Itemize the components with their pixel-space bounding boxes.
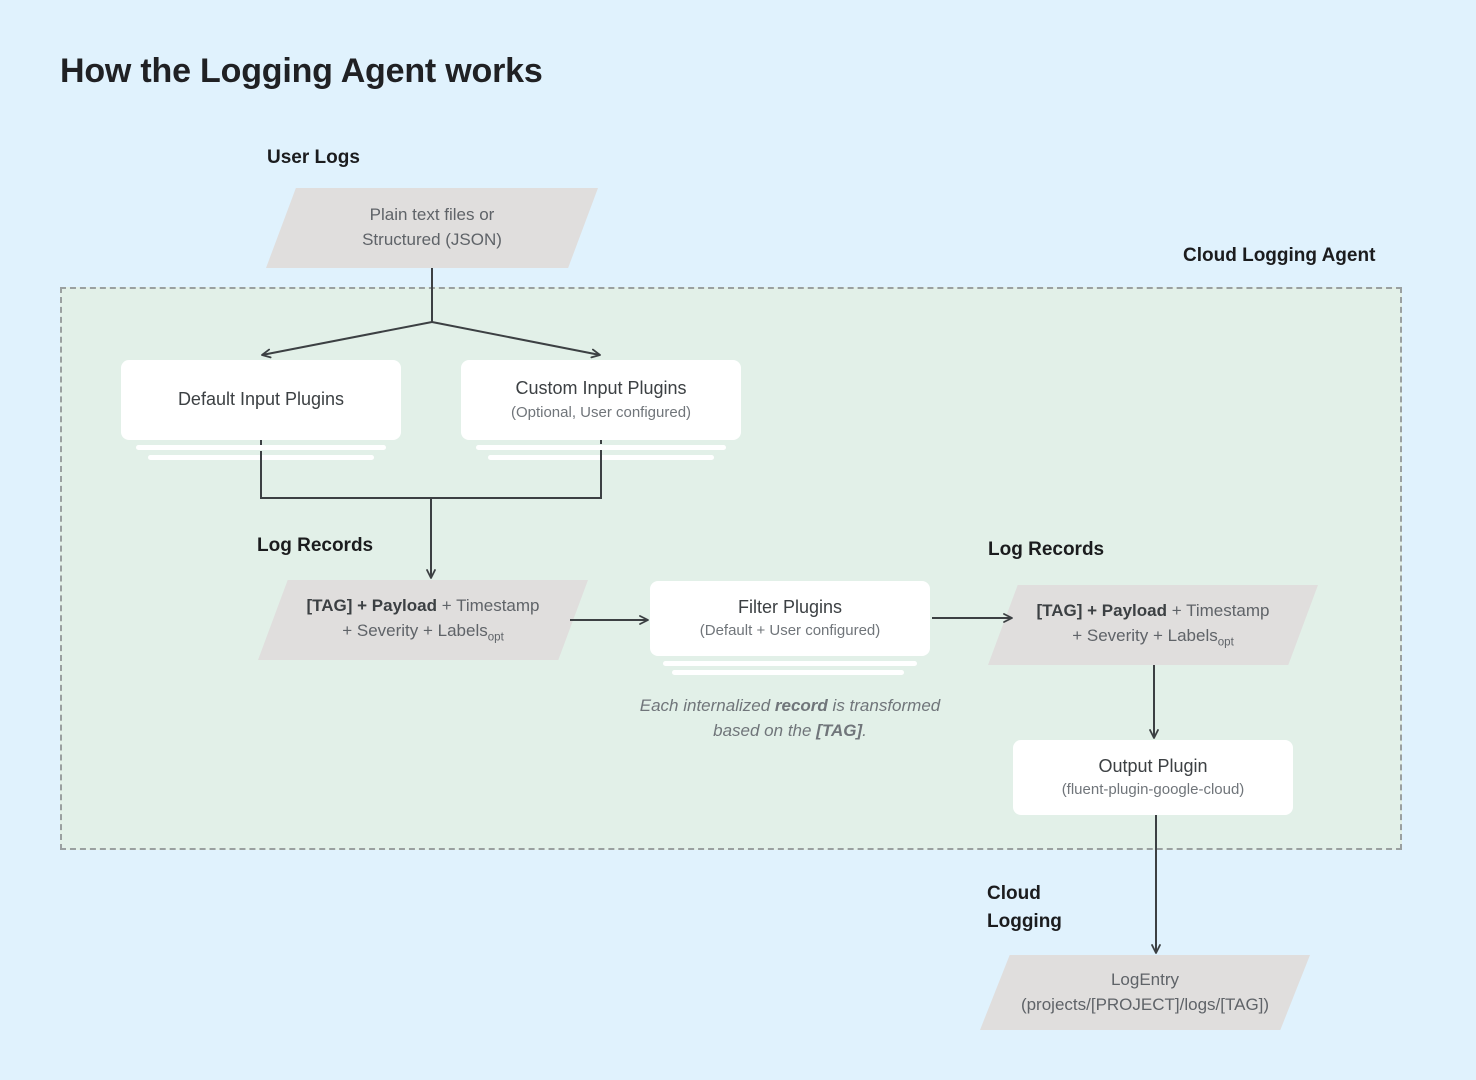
log-record-right-line-1: [TAG] + Payload + Timestamp — [1036, 599, 1269, 624]
filter-plugins-stack-layer-1 — [663, 661, 917, 666]
default-input-plugins-title: Default Input Plugins — [177, 389, 345, 410]
output-plugin-subtitle: (fluent-plugin-google-cloud) — [1061, 781, 1245, 799]
cloud-logging-line-2: Logging — [987, 910, 1062, 932]
caption-bold-record: record — [774, 696, 828, 715]
caption-bold-tag: [TAG] — [816, 720, 863, 740]
node-log-entry[interactable]: LogEntry (projects/[PROJECT]/logs/[TAG]) — [980, 955, 1310, 1030]
group-label-log-records-right: Log Records — [988, 539, 1105, 560]
log-record-right-subscript: opt — [1217, 636, 1234, 649]
group-label-cloud-logging-agent: Cloud Logging Agent — [1183, 245, 1376, 266]
log-record-left-line-1: [TAG] + Payload + Timestamp — [306, 594, 539, 619]
user-logs-source-line-2: Structured (JSON) — [362, 230, 502, 249]
log-record-left-line-2: + Severity + Labelsopt — [306, 619, 539, 646]
node-custom-input-plugins[interactable]: Custom Input Plugins (Optional, User con… — [461, 360, 741, 440]
log-record-left-line2-text: + Severity + Labels — [342, 620, 488, 640]
custom-input-plugins-stack-layer-1 — [476, 445, 726, 450]
log-record-left-rest: + Timestamp — [437, 596, 540, 616]
cloud-logging-line-1: Cloud — [987, 883, 1041, 904]
log-record-right-line-2: + Severity + Labelsopt — [1036, 624, 1269, 651]
node-log-record-left[interactable]: [TAG] + Payload + Timestamp + Severity +… — [258, 580, 588, 660]
user-logs-source-line-1: Plain text files or — [369, 205, 495, 225]
log-record-right-rest: + Timestamp — [1167, 601, 1270, 621]
caption-part-1: Each internalized — [639, 696, 775, 715]
log-record-left-subscript: opt — [487, 631, 504, 644]
filter-plugins-subtitle: (Default + User configured) — [699, 622, 881, 640]
group-label-user-logs: User Logs — [267, 147, 360, 168]
output-plugin-title: Output Plugin — [1098, 755, 1208, 776]
default-input-plugins-stack-layer-1 — [136, 445, 386, 450]
node-default-input-plugins[interactable]: Default Input Plugins — [121, 360, 401, 440]
group-label-cloud-logging: Cloud Logging — [987, 880, 1062, 935]
log-record-right-line2-text: + Severity + Labels — [1072, 625, 1218, 645]
custom-input-plugins-subtitle: (Optional, User configured) — [510, 403, 692, 421]
node-filter-plugins[interactable]: Filter Plugins (Default + User configure… — [650, 581, 930, 656]
custom-input-plugins-stack-layer-2 — [488, 455, 714, 460]
filter-plugins-stack-layer-2 — [672, 670, 904, 675]
node-log-record-right[interactable]: [TAG] + Payload + Timestamp + Severity +… — [988, 585, 1318, 665]
log-record-left-bold: [TAG] + Payload — [306, 596, 437, 616]
log-record-right-bold: [TAG] + Payload — [1036, 601, 1167, 621]
caption-part-2: is transformed based on the — [713, 696, 941, 740]
log-entry-subtitle: (projects/[PROJECT]/logs/[TAG]) — [1020, 994, 1270, 1014]
filter-plugins-title: Filter Plugins — [737, 596, 843, 617]
log-entry-title: LogEntry — [1110, 969, 1180, 989]
group-label-log-records-left: Log Records — [257, 535, 374, 556]
filter-plugins-caption: Each internalized record is transformed … — [620, 694, 960, 743]
caption-part-3: . — [862, 720, 867, 740]
page-title: How the Logging Agent works — [60, 52, 543, 90]
custom-input-plugins-title: Custom Input Plugins — [515, 378, 687, 399]
node-output-plugin[interactable]: Output Plugin (fluent-plugin-google-clou… — [1013, 740, 1293, 815]
node-user-logs-source[interactable]: Plain text files or Structured (JSON) — [266, 188, 598, 268]
default-input-plugins-stack-layer-2 — [148, 455, 374, 460]
